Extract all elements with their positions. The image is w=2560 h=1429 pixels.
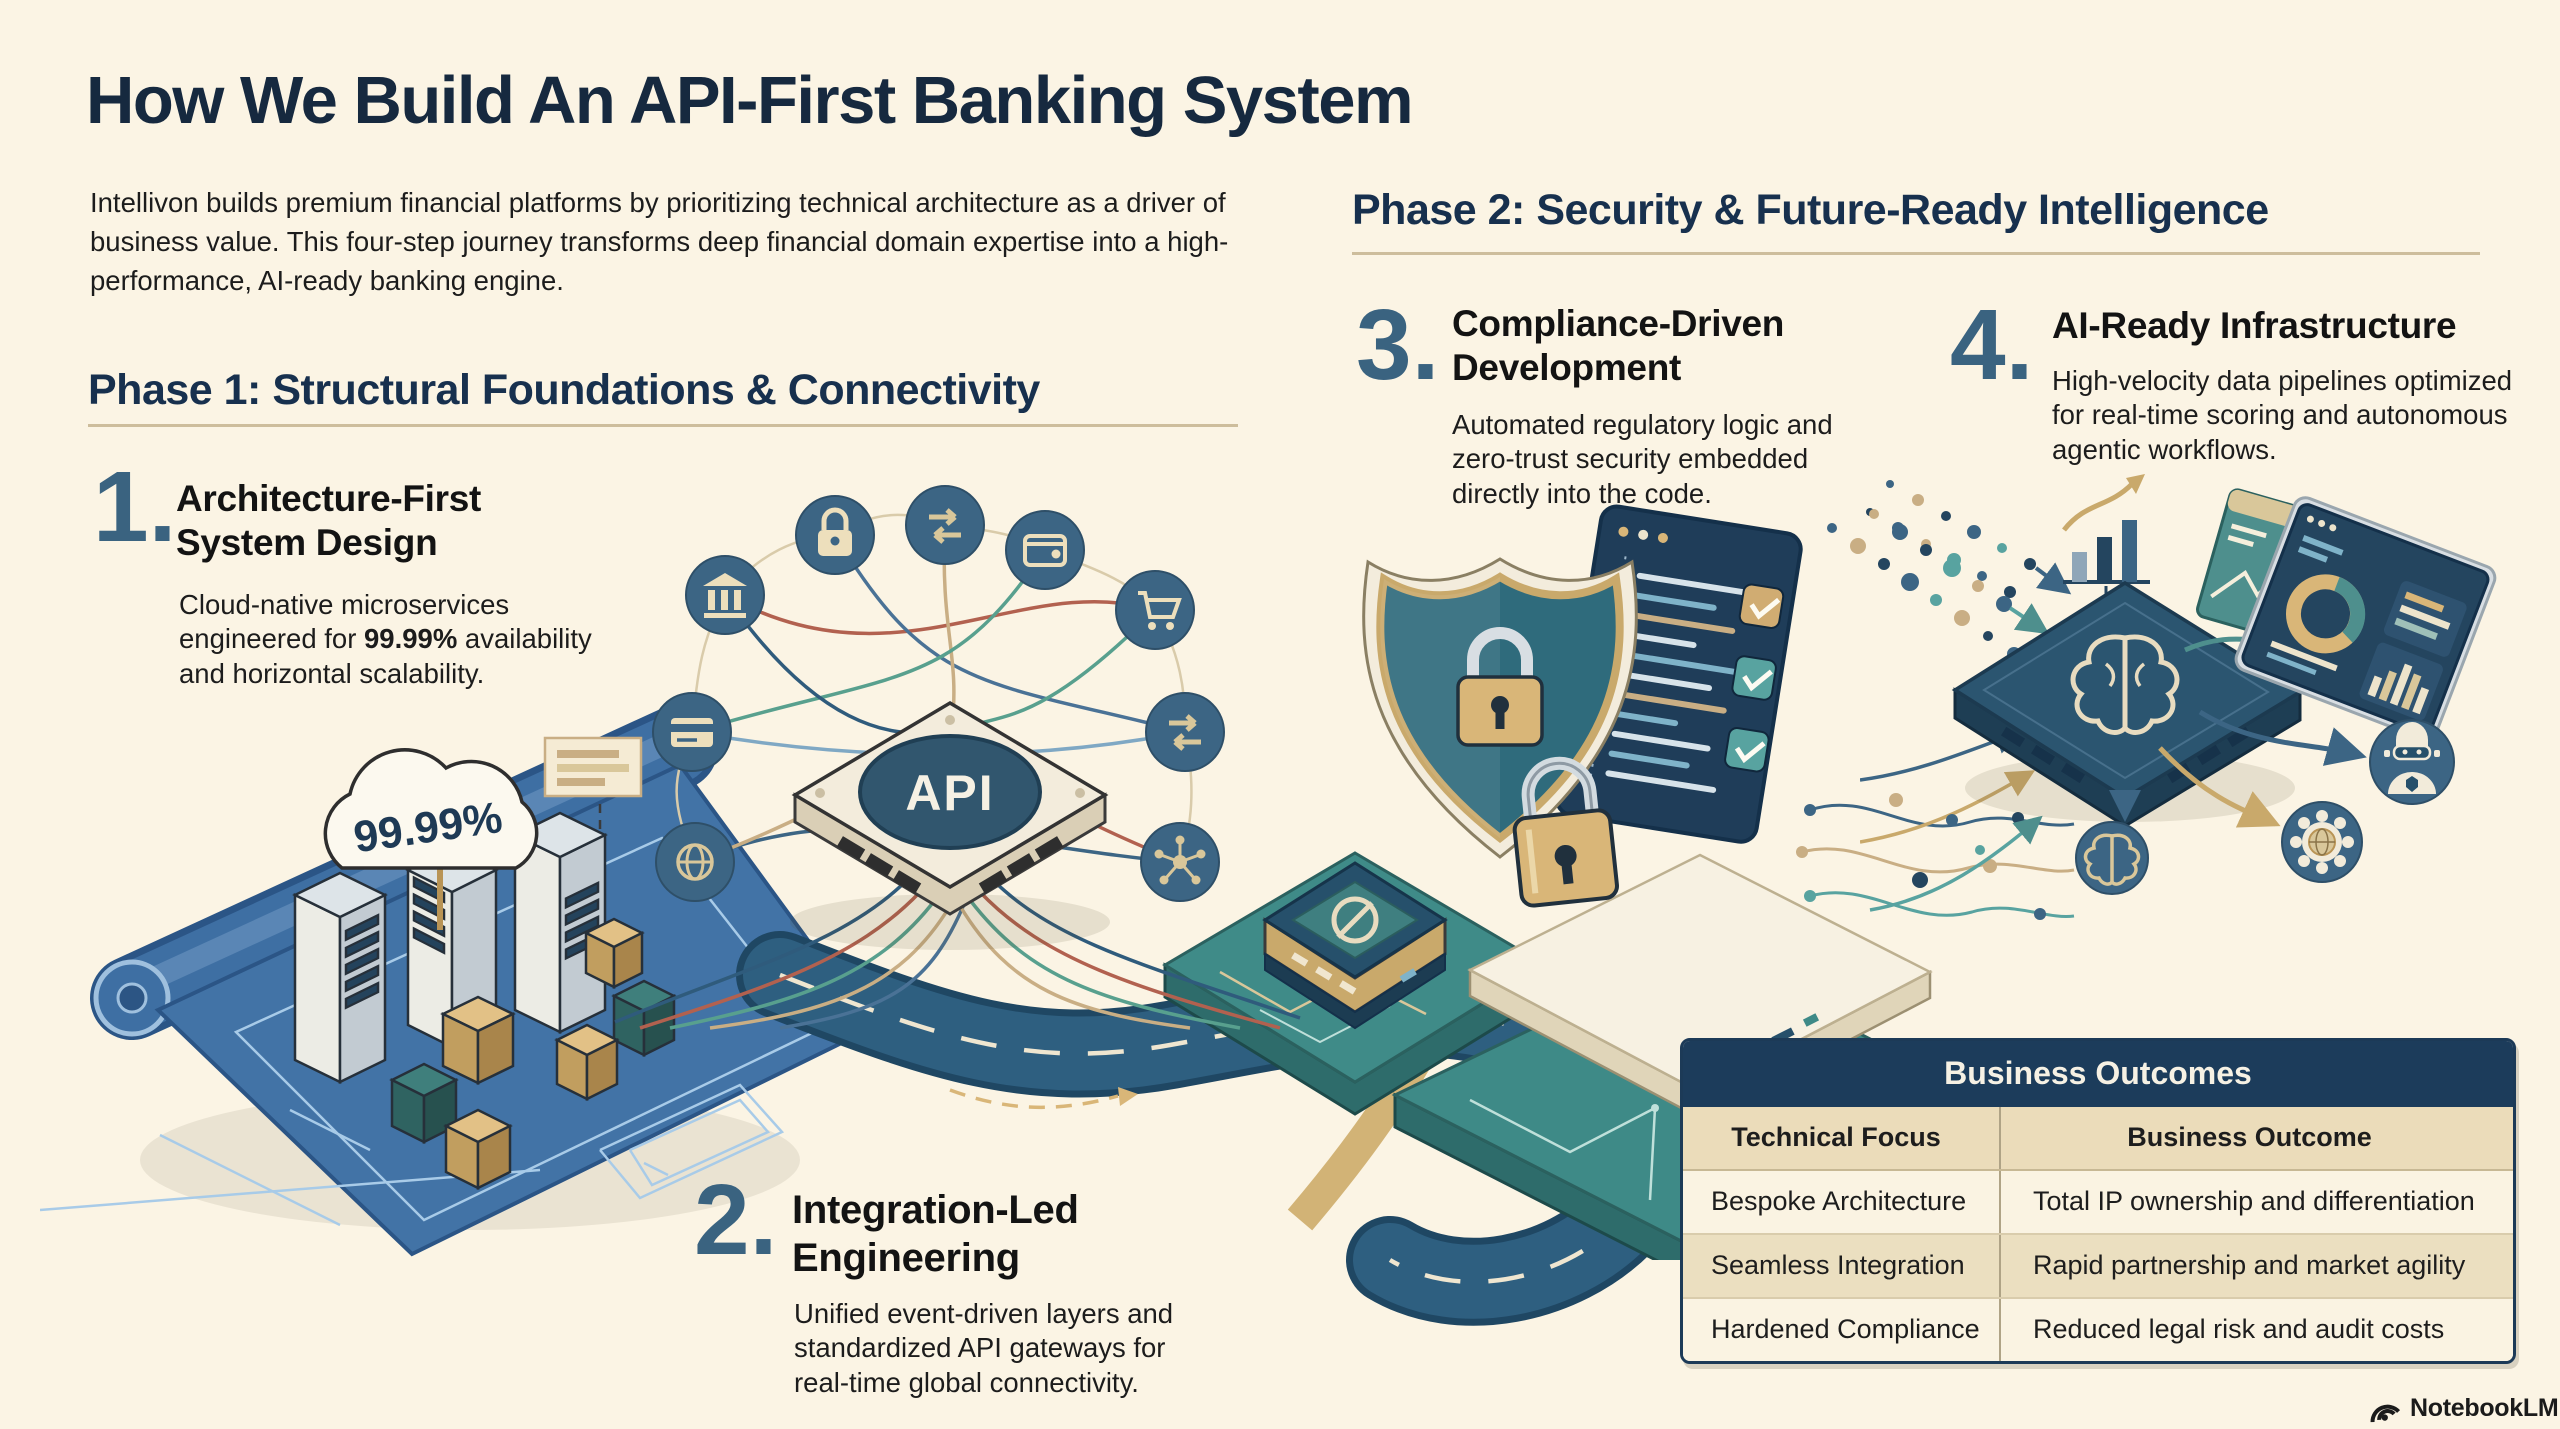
phase1-heading: Phase 1: Structural Foundations & Connec… <box>88 366 1040 414</box>
api-hub-illustration: API <box>614 485 1301 1030</box>
business-outcomes-table: Business Outcomes Technical Focus Busine… <box>1680 1038 2516 1364</box>
step1-desc-post: availability and horizontal scalability. <box>179 623 592 689</box>
gear-globe-icon <box>2281 801 2363 883</box>
table-cell: Seamless Integration <box>1683 1235 2001 1297</box>
table-title: Business Outcomes <box>1683 1041 2513 1107</box>
exchange-arrows-icon <box>1145 692 1225 772</box>
step1-desc: Cloud-native microservices engineered fo… <box>179 588 629 691</box>
table-row: Bespoke Architecture Total IP ownership … <box>1683 1171 2513 1235</box>
intro-paragraph: Intellivon builds premium financial plat… <box>90 187 1229 297</box>
notebooklm-label: NotebookLM <box>2410 1393 2559 1422</box>
bar-chart-icon <box>2062 474 2150 618</box>
table-cell: Rapid partnership and market agility <box>2033 1250 2466 1280</box>
notebooklm-icon <box>2370 1404 2401 1423</box>
api-label: API <box>905 765 994 821</box>
gold-arrowhead <box>1118 1087 1138 1106</box>
robot-icon <box>2369 719 2455 805</box>
brain-icon <box>2070 634 2180 735</box>
step4-title: AI-Ready Infrastructure <box>2052 305 2457 346</box>
table-cell: Hardened Compliance <box>1683 1299 2001 1361</box>
lock-icon <box>795 495 875 575</box>
hub-icons <box>652 485 1225 902</box>
wallet-icon <box>1005 510 1085 590</box>
api-chip: API <box>790 700 1110 950</box>
hub-fanout-wires <box>614 880 1301 1030</box>
phase1-divider <box>88 424 1238 427</box>
server-towers-icon <box>292 811 608 1085</box>
step4-desc: High-velocity data pipelines optimized f… <box>2052 365 2513 465</box>
padlock-icon <box>1512 756 1619 908</box>
table-cell: Total IP ownership and differentiation <box>2033 1186 2475 1216</box>
table-row: Hardened Compliance Reduced legal risk a… <box>1683 1299 2513 1361</box>
step1-desc-pre: Cloud-native microservices engineered fo… <box>179 589 510 655</box>
availability-cloud-icon: 99.99% <box>323 748 539 930</box>
table-row: Seamless Integration Rapid partnership a… <box>1683 1235 2513 1299</box>
phase2-heading: Phase 2: Security & Future-Ready Intelli… <box>1352 186 2269 234</box>
code-window-icon <box>1554 504 1803 844</box>
globe-icon <box>655 822 735 902</box>
gold-dashed-arrow <box>949 1088 1119 1110</box>
notebooklm-attribution: NotebookLM <box>2366 1392 2559 1424</box>
step3-number: 3. <box>1356 289 1440 401</box>
table-cell: Bespoke Architecture <box>1683 1171 2001 1233</box>
phase2-divider <box>1352 252 2480 255</box>
dashboard-icon <box>2234 496 2497 741</box>
data-stream-decor <box>1860 480 2072 912</box>
step1-number: 1. <box>93 451 177 563</box>
step2-title: Integration-Led Engineering <box>792 1188 1079 1280</box>
step2-number: 2. <box>694 1164 778 1276</box>
step1-title: Architecture-First System Design <box>176 478 482 564</box>
check-badges <box>1724 583 1785 773</box>
step1-desc-strong: 99.99% <box>364 623 458 655</box>
ai-infra-illustration <box>1860 474 2497 912</box>
column-header-business-outcome: Business Outcome <box>2127 1122 2372 1152</box>
page-title: How We Build An API-First Banking System <box>86 63 1414 138</box>
credit-card-icon <box>652 692 732 772</box>
network-icon <box>1140 822 1220 902</box>
table-cell: Reduced legal risk and audit costs <box>2033 1314 2445 1344</box>
bank-icon <box>685 555 765 635</box>
table-header-row: Technical Focus Business Outcome <box>1683 1107 2513 1171</box>
step3-title: Compliance-Driven Development <box>1452 303 1785 389</box>
transfer-arrows-icon <box>905 485 985 565</box>
step2-desc: Unified event-driven layers and standard… <box>794 1298 1174 1398</box>
column-header-technical-focus: Technical Focus <box>1683 1107 2001 1169</box>
step4-number: 4. <box>1950 289 2034 401</box>
cart-icon <box>1115 570 1195 650</box>
shield-lock-icon <box>1362 557 1638 859</box>
brain-badge-icon <box>2075 821 2149 895</box>
step3-desc: Automated regulatory logic and zero-trus… <box>1452 409 1833 509</box>
gateway-device-icon <box>1262 861 1448 1030</box>
